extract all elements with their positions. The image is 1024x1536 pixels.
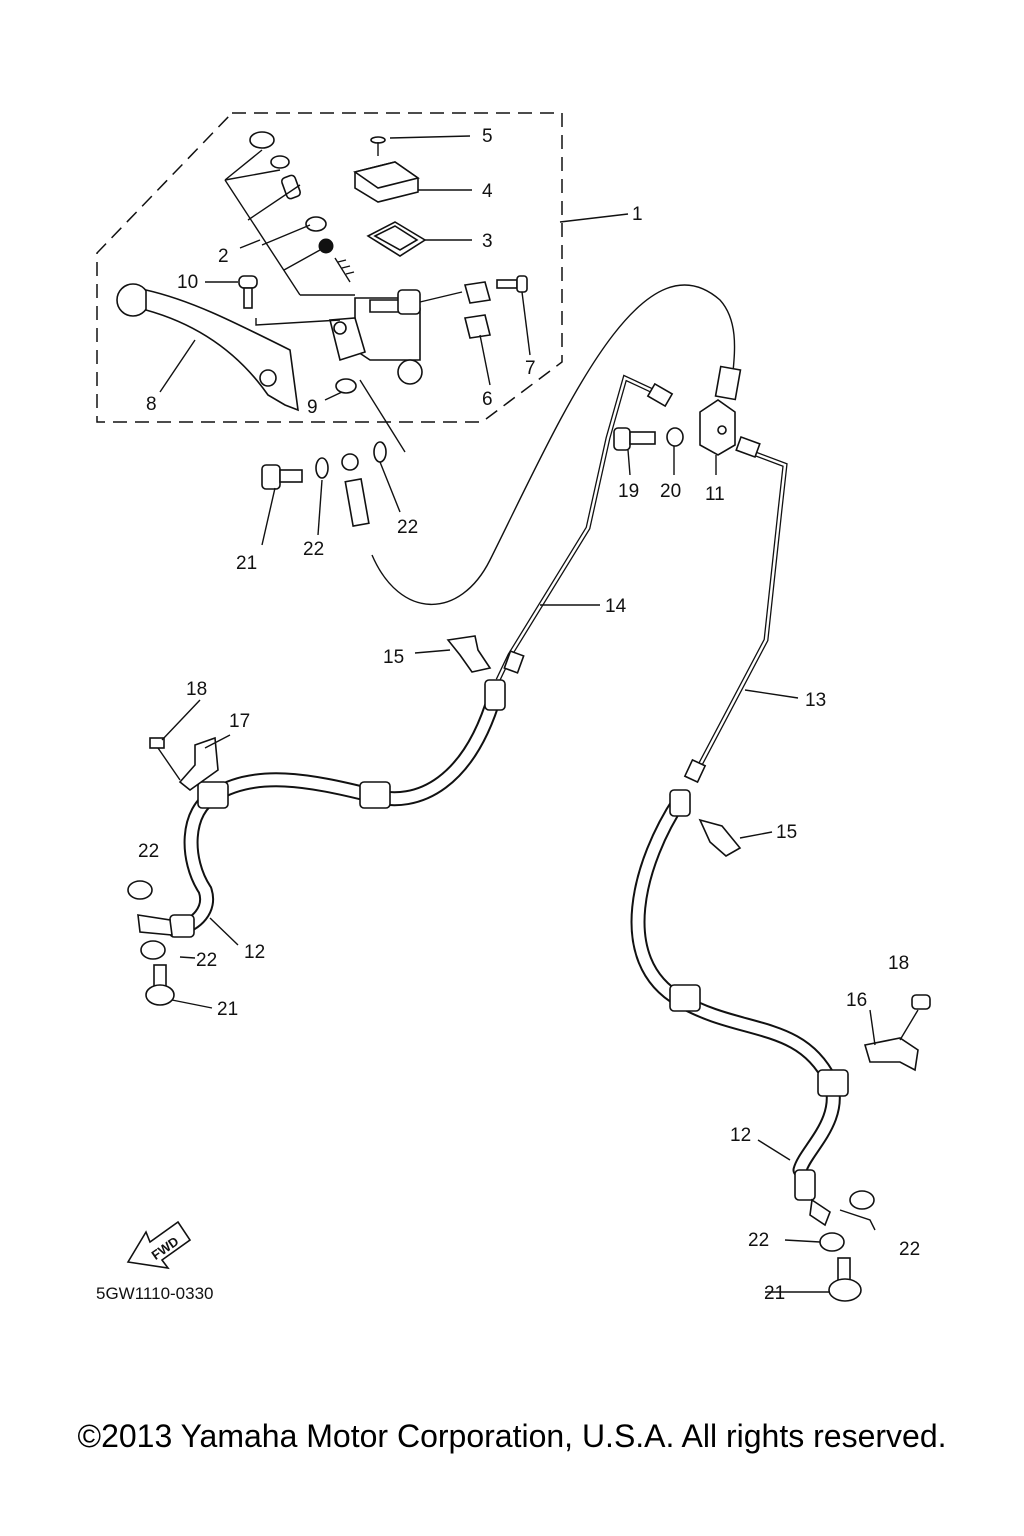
label-13: 13: [805, 690, 826, 711]
label-15-upper: 15: [383, 647, 404, 668]
washer-left-a: [127, 880, 153, 900]
label-22-right-a: 22: [748, 1230, 769, 1251]
assembly-dashed-outline: [96, 112, 563, 423]
label-20: 20: [660, 481, 681, 502]
hose-clip-upper: [446, 635, 492, 673]
label-22-upper-left: 22: [303, 539, 324, 560]
label-19: 19: [618, 481, 639, 502]
lever-nut: [335, 378, 357, 394]
union-bolt-right: [828, 1257, 862, 1302]
label-22-upper-right: 22: [397, 517, 418, 538]
label-22-right-b: 22: [899, 1239, 920, 1260]
union-bolt-left: [145, 964, 175, 1006]
guide-bolt-left: [149, 737, 181, 781]
lever-bolt: [238, 275, 341, 326]
label-1: 1: [632, 204, 643, 225]
copyright-notice: ©2013 Yamaha Motor Corporation, U.S.A. A…: [77, 1418, 947, 1454]
fwd-arrow: FWD: [126, 1220, 192, 1270]
label-21-right: 21: [764, 1283, 785, 1304]
label-18-right: 18: [888, 953, 909, 974]
label-16: 16: [846, 990, 867, 1011]
hose-guide-16: [863, 1037, 919, 1072]
upper-washer-left: [315, 457, 329, 479]
label-12-right: 12: [730, 1125, 751, 1146]
brake-hose-joint: [699, 365, 742, 456]
label-17: 17: [229, 711, 250, 732]
diagram-code: 5GW1110-0330: [96, 1284, 214, 1303]
joint-washer: [666, 427, 684, 447]
label-8: 8: [146, 394, 157, 415]
hose-clip-lower: [698, 818, 742, 857]
label-10: 10: [177, 272, 198, 293]
reservoir-cap: [353, 161, 420, 203]
label-21-left: 21: [217, 999, 238, 1020]
upper-union-bolt: [261, 464, 303, 490]
brake-lever: [116, 283, 299, 412]
master-cylinder: [328, 289, 423, 385]
label-2: 2: [218, 246, 229, 267]
upper-washer-right: [373, 441, 387, 463]
cap-screw: [370, 136, 386, 156]
label-22-left-a: 22: [138, 841, 159, 862]
hose-guide-17: [178, 736, 219, 792]
piston-kit: [224, 131, 355, 296]
washer-left-b: [140, 940, 166, 960]
guide-bolt-right: [899, 994, 931, 1041]
label-15-lower: 15: [776, 822, 797, 843]
part-labels: 1 2 3 4 5 6 7 8 9 10 11 12 12 13 14 15 1…: [138, 126, 920, 1304]
brake-pipe-14: [495, 374, 674, 682]
brake-pipe-13: [683, 435, 788, 784]
diaphragm: [366, 221, 427, 257]
label-7: 7: [525, 358, 536, 379]
label-14: 14: [605, 596, 627, 617]
upper-hose-end: [341, 453, 370, 527]
brake-cable: [371, 284, 736, 605]
leader-lines: [159, 135, 876, 1293]
label-5: 5: [482, 126, 493, 147]
label-18-left: 18: [186, 679, 207, 700]
label-11: 11: [705, 484, 725, 505]
handlebar-holder: [463, 281, 492, 339]
holder-bolt: [496, 275, 528, 293]
label-12-left: 12: [244, 942, 265, 963]
label-21-upper: 21: [236, 553, 257, 574]
brake-hose-right: [630, 789, 849, 1227]
label-9: 9: [307, 397, 318, 418]
label-4: 4: [482, 181, 493, 202]
washer-right-a: [849, 1190, 875, 1210]
label-22-left-b: 22: [196, 950, 217, 971]
joint-bolt: [613, 427, 656, 451]
label-3: 3: [482, 231, 493, 252]
brake-hose-left: [137, 679, 506, 938]
label-6: 6: [482, 389, 493, 410]
washer-right-b: [819, 1232, 845, 1252]
